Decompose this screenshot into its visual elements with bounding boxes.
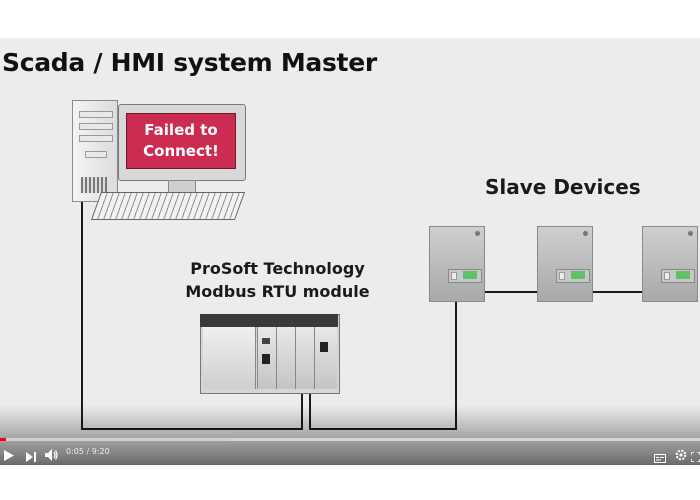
wire-slave-1-2 [483,291,538,293]
settings-icon[interactable] [675,446,687,465]
progress-bar[interactable] [0,438,700,441]
plc-rack [200,314,340,394]
plc-port [262,354,270,364]
module-label: ProSoft Technology Modbus RTU module [180,257,375,303]
slide-title: Scada / HMI system Master [2,48,377,77]
plc-card [314,327,337,389]
wire-slave-vertical [455,300,457,430]
next-icon[interactable] [26,447,36,466]
slave-device [642,226,698,302]
controls-gradient [0,405,700,465]
keyboard [90,192,246,220]
time-display: 0:05 / 9:20 [66,447,110,456]
module-label-line1: ProSoft Technology [190,259,365,278]
volume-icon[interactable] [45,446,59,465]
computer-tower [72,100,118,202]
video-frame[interactable]: Scada / HMI system Master Failed to Conn… [0,38,700,465]
subtitles-icon[interactable] [654,448,666,467]
module-label-line2: Modbus RTU module [185,282,370,301]
computer-monitor: Failed to Connect! [118,104,246,181]
progress-buffered [0,438,231,441]
error-message-line2: Connect! [143,142,219,160]
progress-played [0,438,7,441]
slave-devices-label: Slave Devices [485,175,641,199]
plc-power-supply [203,327,256,389]
wire-pc-vertical [81,198,83,430]
error-message-line1: Failed to [144,121,218,139]
slave-device [537,226,593,302]
modbus-module [295,327,314,389]
wire-slave-2-3 [591,291,643,293]
fullscreen-icon[interactable] [690,447,700,466]
plc-port [320,342,328,352]
error-screen: Failed to Connect! [126,113,236,169]
hmi-computer: Failed to Connect! [70,96,250,226]
slave-device [429,226,485,302]
plc-card [276,327,295,389]
play-icon[interactable] [4,446,14,465]
